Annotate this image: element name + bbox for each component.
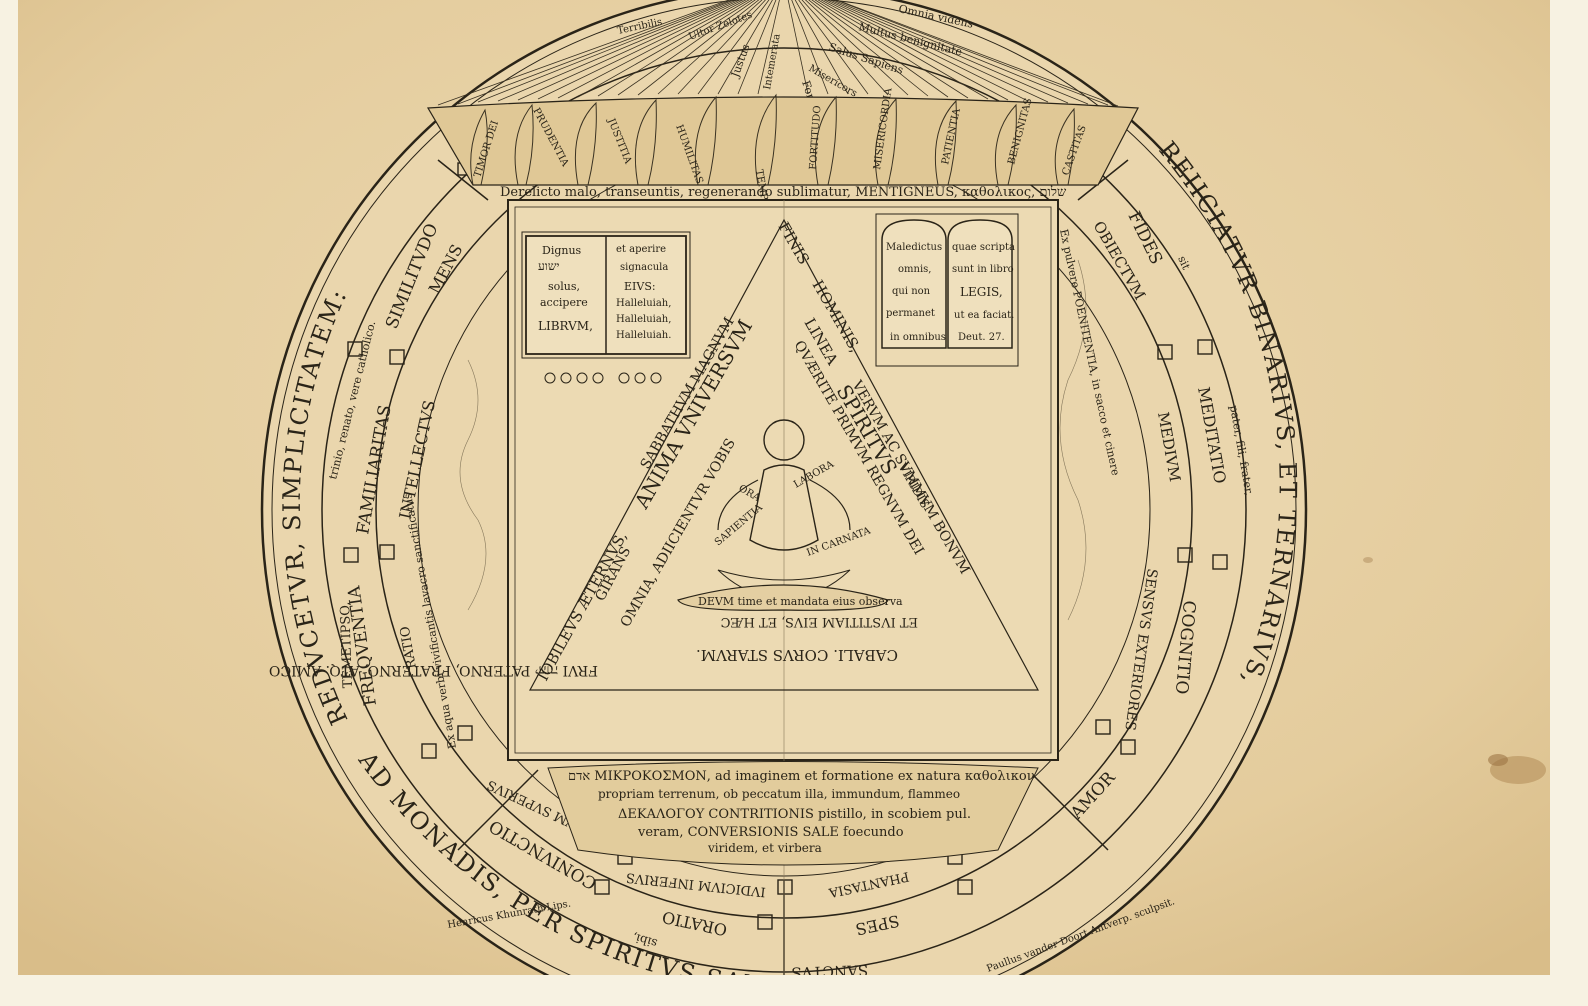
band-line: viridem, et virbera bbox=[707, 841, 822, 855]
flames-band: TIMOR DEI CASTITAS BENIGNITAS PATIENTIA … bbox=[426, 87, 1139, 250]
book-line: et aperire bbox=[616, 244, 666, 255]
flames-baseline: Derelicto malo, transeuntis, regenerando… bbox=[500, 185, 1067, 200]
band-line: ΔΕΚΑΛΟΓΟΥ CONTRITIONIS pistillo, in scob… bbox=[618, 807, 971, 822]
band-line: propriam terrenum, ob peccatum illa, imm… bbox=[598, 787, 960, 801]
book-line: Halleluiah. bbox=[616, 330, 671, 341]
tablet-line: Deut. 27. bbox=[958, 332, 1005, 343]
small-note: sibi, bbox=[631, 930, 659, 950]
book-line: accipere bbox=[540, 296, 588, 309]
book-line: Halleluiah, bbox=[616, 298, 671, 309]
engraving-frame: Omnia videns Multus benignitate Salus Sa… bbox=[18, 0, 1550, 975]
triangle-inverted: CABALI. CORVS STARVM. bbox=[696, 646, 898, 664]
tablet-line: ut ea faciat. bbox=[954, 310, 1014, 321]
small-note: TEMETIPSO, bbox=[338, 601, 356, 688]
flame-label: FORTITUDO bbox=[808, 105, 823, 170]
book-line: Halleluiah, bbox=[616, 314, 671, 325]
triangle-base: FRVI יהוה PATERNO, FRATERNO, ATQ. AMICO bbox=[269, 662, 598, 678]
book-line: signacula bbox=[620, 262, 668, 273]
tablet-line: Maledictus bbox=[886, 242, 942, 253]
book-line: Dignus bbox=[542, 244, 582, 257]
law-tablets: Maledictus omnis, qui non permanet in om… bbox=[875, 213, 1019, 367]
book-line: EIVS: bbox=[624, 280, 656, 293]
bottom-band: אדם ΜΙΚΡΟΚΟΣΜΟΝ, ad imaginem et formatio… bbox=[547, 761, 1039, 866]
paper-stains bbox=[1363, 557, 1546, 784]
tablet-line: qui non bbox=[892, 286, 931, 297]
book-line: solus, bbox=[548, 280, 580, 293]
tablet-line: omnis, bbox=[898, 264, 931, 275]
tablet-line: quae scripta bbox=[952, 242, 1015, 253]
tablet-line: LEGIS, bbox=[960, 285, 1003, 299]
triangle-inverted: ET IVSTITIAM EIVS, ET HÆC bbox=[720, 614, 918, 629]
small-note: sit bbox=[1175, 254, 1193, 272]
divine-rays bbox=[437, 0, 1119, 107]
band-line: veram, CONVERSIONIS SALE foecundo bbox=[637, 825, 904, 840]
band-line: אדם ΜΙΚΡΟΚΟΣΜΟΝ, ad imaginem et formatio… bbox=[568, 769, 1035, 784]
book-line: LIBRVM, bbox=[538, 319, 593, 333]
ribbon-text: DEVM time et mandata eius observa bbox=[698, 595, 903, 608]
tablet-line: in omnibus bbox=[890, 332, 946, 343]
tablet-line: sunt in libro bbox=[952, 264, 1014, 275]
ring-label: SANCTVS bbox=[791, 961, 868, 975]
engraving-figure: Omnia videns Multus benignitate Salus Sa… bbox=[18, 0, 1550, 975]
book-line: ישוע bbox=[538, 259, 560, 273]
open-book: Dignus ישוע solus, accipere LIBRVM, et a… bbox=[521, 231, 691, 384]
ring-label: RATIO bbox=[398, 625, 420, 670]
tablet-line: permanet bbox=[886, 308, 935, 319]
side-landscape bbox=[459, 259, 1087, 621]
